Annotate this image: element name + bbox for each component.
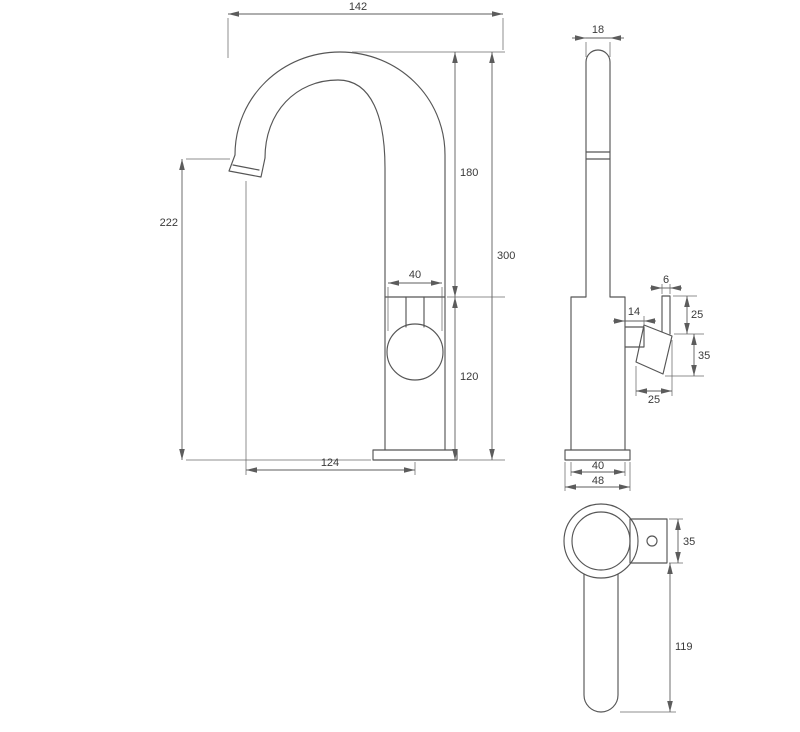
dim-front-outlet-height: 222 xyxy=(160,158,371,461)
dim-side-pin-diameter: 6 xyxy=(650,274,682,294)
knob-stem-lines xyxy=(405,296,425,328)
dim-label-spout-diameter: 18 xyxy=(592,24,604,36)
handle-lever-side xyxy=(635,324,673,375)
handle-stem-side xyxy=(624,326,645,348)
dim-label-stem-length: 14 xyxy=(628,306,640,318)
side-view: 18 14 6 25 xyxy=(564,24,710,491)
dim-label-handle-depth: 25 xyxy=(648,394,660,406)
dim-top-block-size: 35 xyxy=(669,518,695,564)
body-side-profile xyxy=(570,296,626,451)
dim-side-handle-height: 35 xyxy=(665,334,710,377)
front-view: 142 222 180 300 120 xyxy=(160,1,515,475)
dim-front-reach: 142 xyxy=(227,1,505,58)
dim-label-upper-height: 180 xyxy=(460,167,478,179)
spout-inner-profile xyxy=(264,79,386,451)
body-inner-circle xyxy=(571,511,631,571)
lever-top-outline xyxy=(583,573,619,713)
faucet-side-outline xyxy=(564,49,673,461)
dim-side-body-diameter: 40 xyxy=(570,460,626,476)
dim-label-lever-length: 119 xyxy=(675,641,693,653)
faucet-front-outline xyxy=(228,51,458,461)
dim-label-base-diameter: 48 xyxy=(592,475,604,487)
spout-outer-profile xyxy=(234,51,446,451)
dim-label-base-reach: 124 xyxy=(321,457,339,469)
dim-front-body-height: 120 xyxy=(447,296,505,460)
dim-label-handle-height: 35 xyxy=(698,350,710,362)
dim-front-knob-diameter: 40 xyxy=(387,269,443,331)
dim-side-base-diameter: 48 xyxy=(564,462,631,491)
dim-label-reach: 142 xyxy=(349,1,367,13)
body-outer-circle xyxy=(563,503,639,579)
dim-front-total-height: 300 xyxy=(459,52,515,461)
spout-column xyxy=(585,49,611,298)
dim-label-body-diameter: 40 xyxy=(592,460,604,472)
dim-front-base-reach: 124 xyxy=(245,181,416,475)
handle-pin-side xyxy=(661,295,671,335)
top-view: 35 119 xyxy=(563,503,695,713)
dim-label-knob-diameter: 40 xyxy=(409,269,421,281)
block-screw-hole xyxy=(646,535,658,547)
dim-front-upper-height: 180 xyxy=(452,52,478,297)
dim-label-block-size: 35 xyxy=(683,536,695,548)
dim-side-spout-diameter: 18 xyxy=(572,24,624,57)
handle-block-top xyxy=(629,518,668,564)
dim-side-handle-depth: 25 xyxy=(635,340,673,406)
spout-seam-lines xyxy=(585,151,611,160)
dim-label-body-height: 120 xyxy=(460,371,478,383)
spout-outlet-tip xyxy=(228,154,266,178)
dim-label-total-height: 300 xyxy=(497,250,515,262)
dim-side-pin-length: 25 xyxy=(673,295,704,335)
dim-label-outlet-height: 222 xyxy=(160,217,178,229)
base-plate-side xyxy=(564,449,631,461)
base-plate-front xyxy=(372,449,458,461)
dim-label-pin-length: 25 xyxy=(691,309,703,321)
dim-top-lever-length: 119 xyxy=(620,563,693,713)
dim-side-stem-length: 14 xyxy=(613,306,656,325)
dim-label-pin-diameter: 6 xyxy=(663,274,669,286)
aerator-seam-line xyxy=(232,164,260,171)
handle-top-outline xyxy=(563,503,668,713)
handle-knob-circle xyxy=(386,323,444,381)
